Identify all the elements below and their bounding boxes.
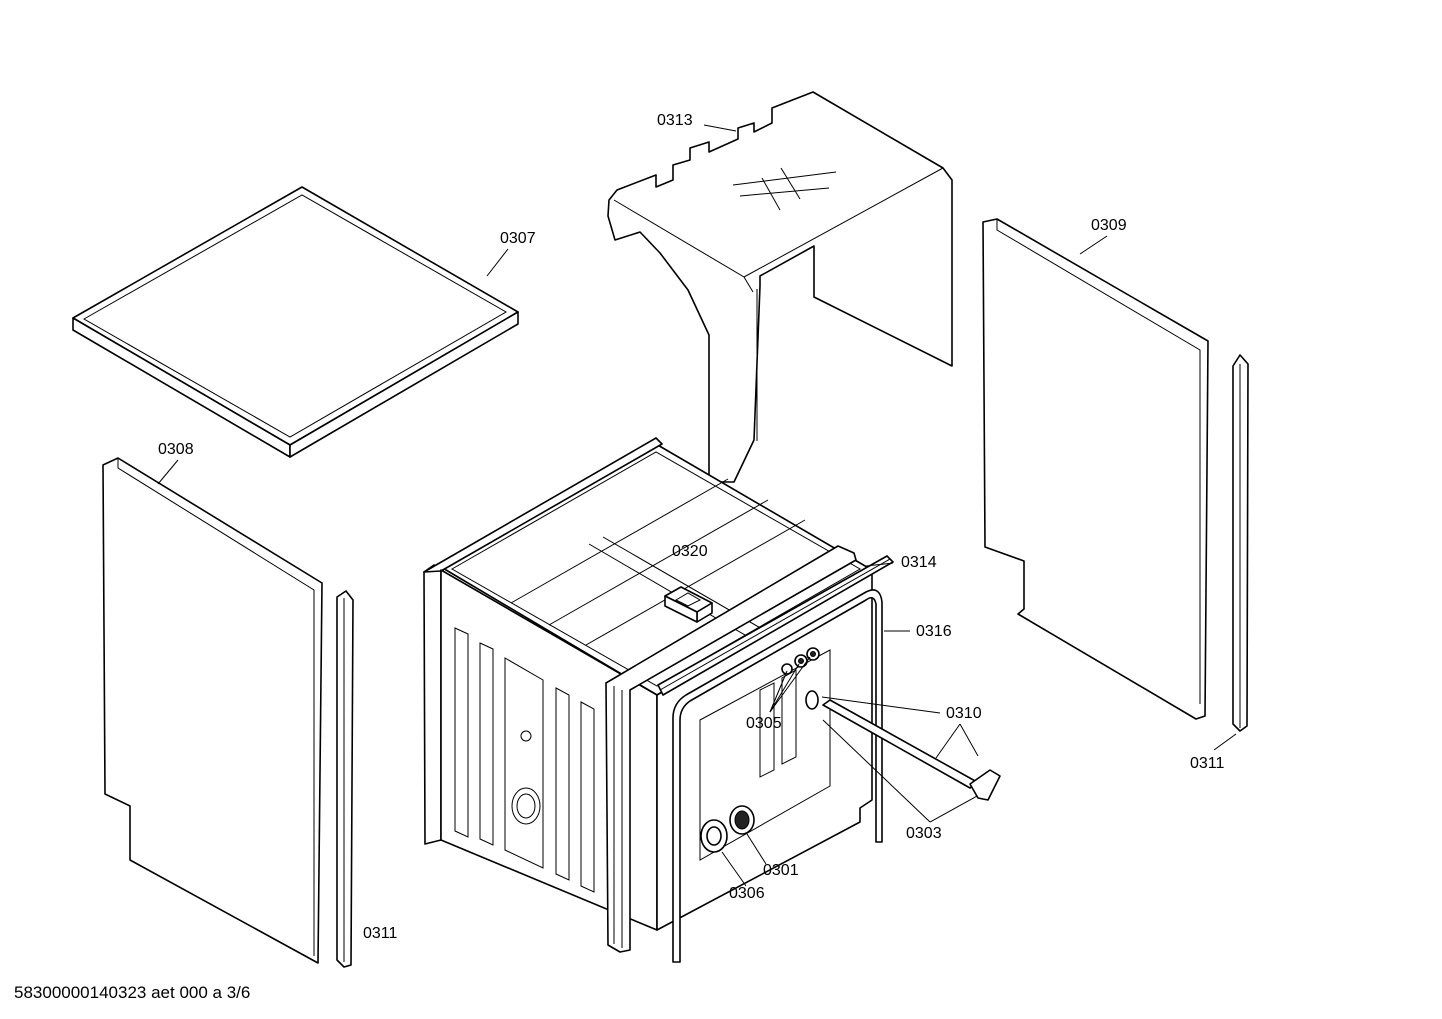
label-0311-right[interactable]: 0311: [1190, 755, 1225, 772]
leader-lines: [157, 124, 1237, 887]
part-0308-left-side-panel[interactable]: [102, 457, 323, 964]
label-0308[interactable]: 0308: [158, 441, 194, 458]
drawing-footer-code: 58300000140323 aet 000 a 3/6: [14, 983, 251, 1002]
label-0316[interactable]: 0316: [916, 623, 952, 640]
part-tub-body[interactable]: [423, 437, 873, 953]
label-0310[interactable]: 0310: [946, 705, 982, 722]
part-0311-right-trim-strip[interactable]: [1232, 354, 1249, 732]
label-0313[interactable]: 0313: [657, 112, 693, 129]
label-0320[interactable]: 0320: [672, 543, 708, 560]
label-0305[interactable]: 0305: [746, 715, 782, 732]
part-0309-right-side-panel[interactable]: [982, 218, 1209, 720]
part-0306-ring[interactable]: [700, 819, 728, 853]
label-0301[interactable]: 0301: [763, 862, 799, 879]
part-0307-top-cover[interactable]: [72, 186, 519, 458]
label-0306[interactable]: 0306: [729, 885, 765, 902]
part-0316-door-seal[interactable]: [672, 589, 883, 963]
part-0313-insulation-hood[interactable]: [607, 91, 953, 483]
label-0314[interactable]: 0314: [901, 554, 937, 571]
part-0314-rail[interactable]: [657, 555, 894, 696]
label-0303[interactable]: 0303: [906, 825, 942, 842]
part-0320-block[interactable]: [664, 586, 713, 623]
part-0301-filter[interactable]: [729, 805, 755, 835]
label-0311-left[interactable]: 0311: [363, 925, 398, 942]
part-0310-bar[interactable]: [805, 690, 1001, 801]
label-0309[interactable]: 0309: [1091, 217, 1127, 234]
label-0307[interactable]: 0307: [500, 230, 536, 247]
part-0311-left-trim-strip[interactable]: [336, 590, 354, 968]
